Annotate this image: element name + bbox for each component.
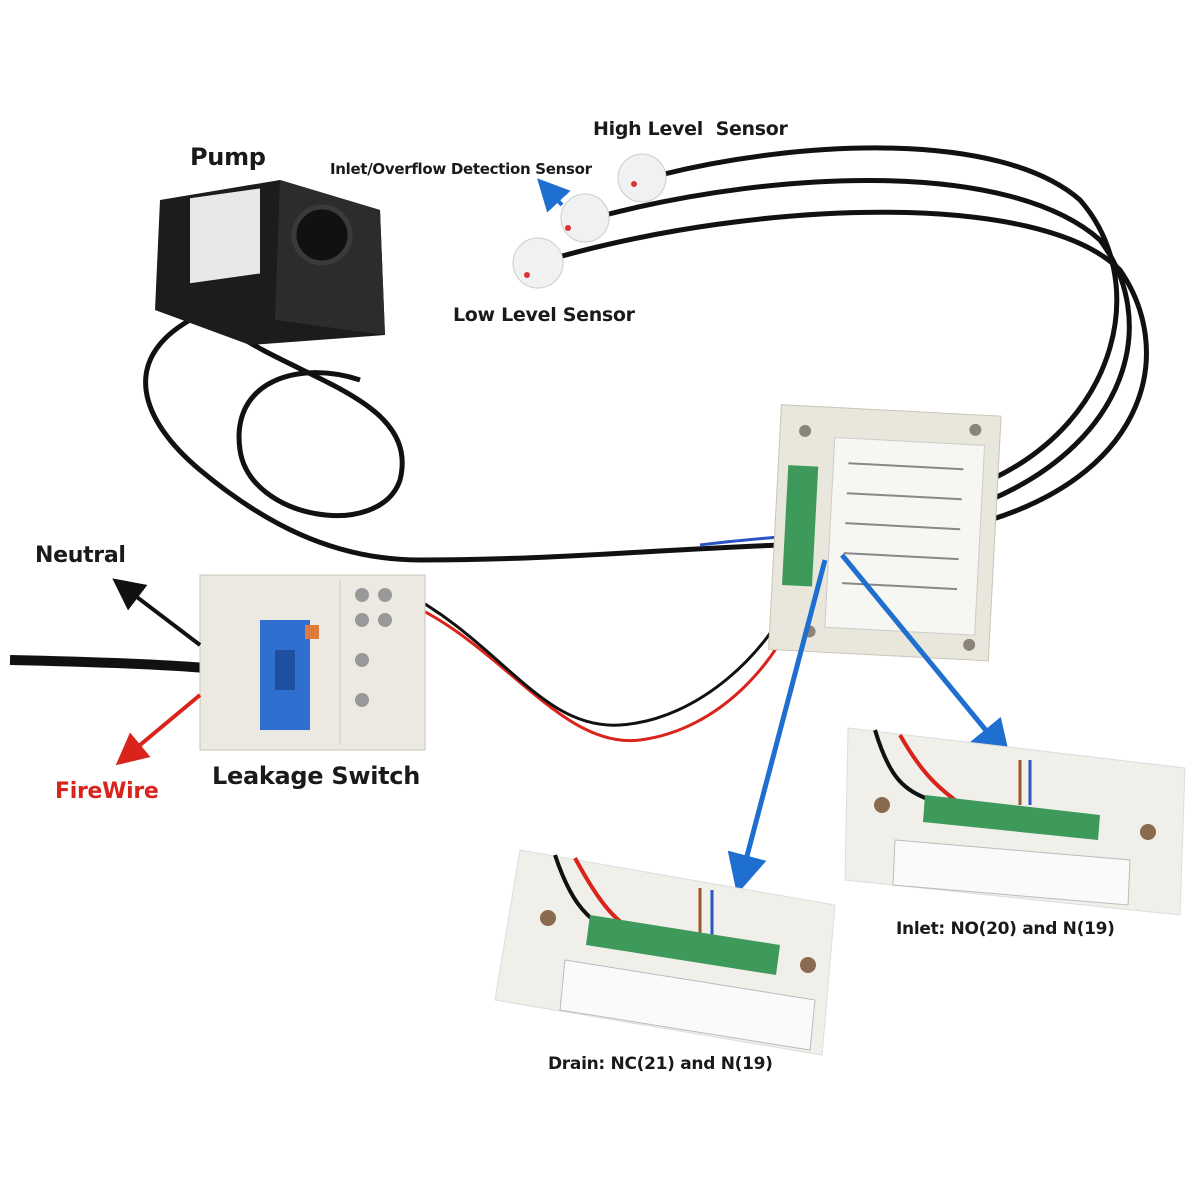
sensor-high bbox=[617, 153, 667, 203]
high-level-sensor-label: High Level Sensor bbox=[593, 118, 788, 140]
neutral-label: Neutral bbox=[35, 543, 126, 568]
pump-label: Pump bbox=[190, 143, 266, 171]
leakage-switch-image bbox=[199, 574, 426, 751]
drain-callout-arrow bbox=[727, 559, 828, 895]
neutral-arrow bbox=[112, 578, 202, 647]
drain-inset-photo bbox=[494, 849, 836, 1056]
low-level-sensor-label: Low Level Sensor bbox=[453, 304, 635, 326]
leakage-switch-label: Leakage Switch bbox=[212, 762, 421, 790]
sensor-cables bbox=[554, 145, 1149, 523]
firewire-arrow bbox=[115, 693, 202, 766]
inlet-overflow-sensor-label: Inlet/Overflow Detection Sensor bbox=[330, 160, 592, 178]
pump-image bbox=[155, 180, 385, 345]
inlet-inset-photo bbox=[844, 727, 1186, 916]
sensor-low bbox=[512, 237, 564, 289]
inlet-wiring-label: Inlet: NO(20) and N(19) bbox=[896, 919, 1115, 939]
pump-cable bbox=[143, 317, 781, 563]
controller-image bbox=[768, 404, 1002, 662]
inlet-overflow-arrow bbox=[537, 178, 571, 213]
drain-wiring-label: Drain: NC(21) and N(19) bbox=[548, 1054, 773, 1074]
firewire-label: FireWire bbox=[55, 779, 159, 804]
sensor-inlet-overflow bbox=[560, 193, 610, 243]
inlet-callout-arrow bbox=[840, 553, 1011, 761]
controller-wires bbox=[9, 533, 802, 743]
